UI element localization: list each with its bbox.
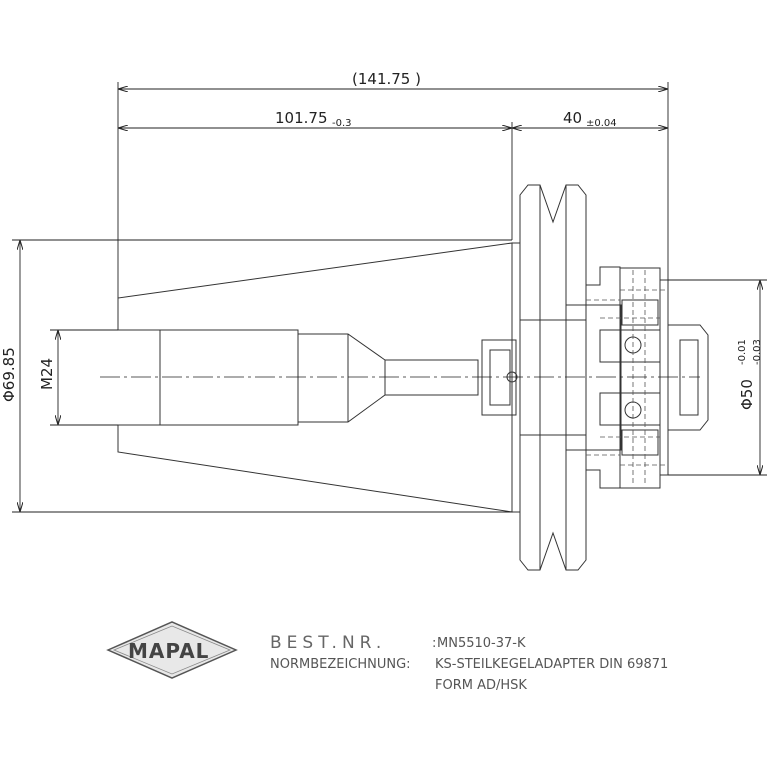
adapter-outline <box>117 184 709 571</box>
order-sep: : <box>432 636 436 651</box>
norm-label: NORMBEZEICHNUNG: <box>270 657 411 672</box>
dim-dia-hsk-tol-upper: -0.01 <box>737 339 748 365</box>
hsk-body <box>660 279 709 476</box>
inner-detail-rect <box>481 339 517 416</box>
order-label: BEST.NR. <box>270 633 386 653</box>
norm-value-line2: FORM AD/HSK <box>435 678 527 693</box>
dim-taper-text: 101.75 <box>275 109 328 127</box>
dim-overall-text: (141.75 ) <box>352 70 421 88</box>
inner-detail-rect-4 <box>565 304 622 451</box>
dim-flange-tol: ±0.04 <box>586 118 617 129</box>
thread-bore <box>160 329 479 426</box>
mapal-logo: MAPAL <box>106 621 238 679</box>
clamp-block-top <box>599 329 661 363</box>
dim-dia-taper-text: Φ69.85 <box>0 347 18 402</box>
logo-text: MAPAL <box>128 639 209 663</box>
hidden-lines <box>586 270 668 486</box>
dim-dia-hsk-text: Φ50 <box>738 379 756 410</box>
dim-taper-tol: -0.3 <box>332 118 352 129</box>
inner-detail-rect-2 <box>489 349 511 406</box>
clamp-detail-bottom <box>621 429 659 456</box>
flange-lower <box>512 469 668 571</box>
inner-detail-rect-3 <box>519 319 587 436</box>
order-number: MN5510-37-K <box>437 636 526 651</box>
flange-groove <box>512 184 668 286</box>
norm-value-line1: KS-STEILKEGELADAPTER DIN 69871 <box>435 657 668 672</box>
hsk-inner <box>679 339 699 416</box>
clamp-block-bottom <box>599 392 661 426</box>
taper-cone <box>117 242 513 513</box>
dim-dia-hsk-tol-lower: -0.03 <box>752 339 763 365</box>
dimension-lines <box>12 82 767 513</box>
dim-flange-text: 40 <box>563 109 582 127</box>
dim-thread-text: M24 <box>38 358 56 390</box>
clamp-detail-top <box>621 299 659 326</box>
